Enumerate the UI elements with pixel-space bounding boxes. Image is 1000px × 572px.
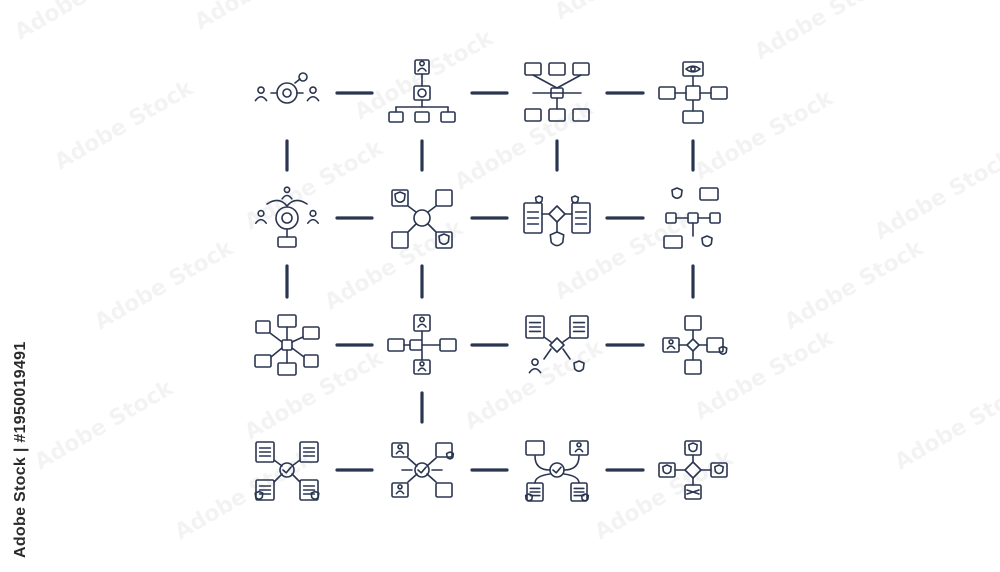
document-people-icon bbox=[525, 315, 589, 374]
watermark-layer: Adobe StockAdobe StockAdobe StockAdobe S… bbox=[11, 0, 1000, 545]
document-verify-icon bbox=[254, 441, 320, 501]
watermark-text: Adobe Stock bbox=[891, 375, 1000, 475]
watermark-text: Adobe Stock bbox=[781, 235, 929, 335]
user-hub-icon bbox=[387, 314, 457, 375]
team-target-icon bbox=[255, 186, 319, 248]
icon-layer bbox=[254, 59, 728, 502]
watermark-text: Adobe Stock bbox=[51, 75, 199, 175]
watermark-text: Adobe Stock bbox=[351, 25, 499, 125]
watermark-text: Adobe Stock bbox=[871, 145, 1000, 245]
watermark-text: Adobe Stock bbox=[91, 235, 239, 335]
watermark-text: Adobe Stock bbox=[171, 445, 319, 545]
watermark-text: Adobe Stock bbox=[551, 0, 699, 25]
verify-workflow-icon bbox=[524, 440, 590, 502]
watermark-text: Adobe Stock bbox=[691, 325, 839, 425]
watermark-text: Adobe Stock bbox=[31, 375, 179, 475]
shield-flow-icon bbox=[663, 187, 721, 249]
shield-process-icon bbox=[662, 315, 728, 375]
watermark-text: Adobe Stock bbox=[591, 445, 739, 545]
stock-id-label: Adobe Stock | #1950019491 bbox=[12, 341, 29, 558]
watermark-text: Adobe Stock bbox=[321, 215, 469, 315]
team-hub-icon bbox=[254, 72, 320, 104]
watermark-text: Adobe Stock bbox=[241, 345, 389, 445]
document-flow-icon bbox=[524, 62, 590, 122]
document-shield-icon bbox=[523, 195, 591, 247]
watermark-text: Adobe Stock bbox=[461, 335, 609, 435]
watermark-text: Adobe Stock bbox=[191, 0, 339, 35]
shield-diamond-icon bbox=[658, 440, 728, 500]
eye-workflow-icon bbox=[658, 61, 728, 124]
profile-network-icon bbox=[254, 314, 320, 376]
watermark-text: Adobe Stock bbox=[751, 0, 899, 65]
org-chart-icon bbox=[388, 59, 456, 123]
watermark-text: Adobe Stock bbox=[691, 85, 839, 185]
shield-network-icon bbox=[391, 189, 453, 249]
watermark-text: Adobe Stock bbox=[11, 0, 159, 45]
team-checklist-icon bbox=[391, 442, 455, 498]
connector-layer bbox=[285, 91, 695, 472]
